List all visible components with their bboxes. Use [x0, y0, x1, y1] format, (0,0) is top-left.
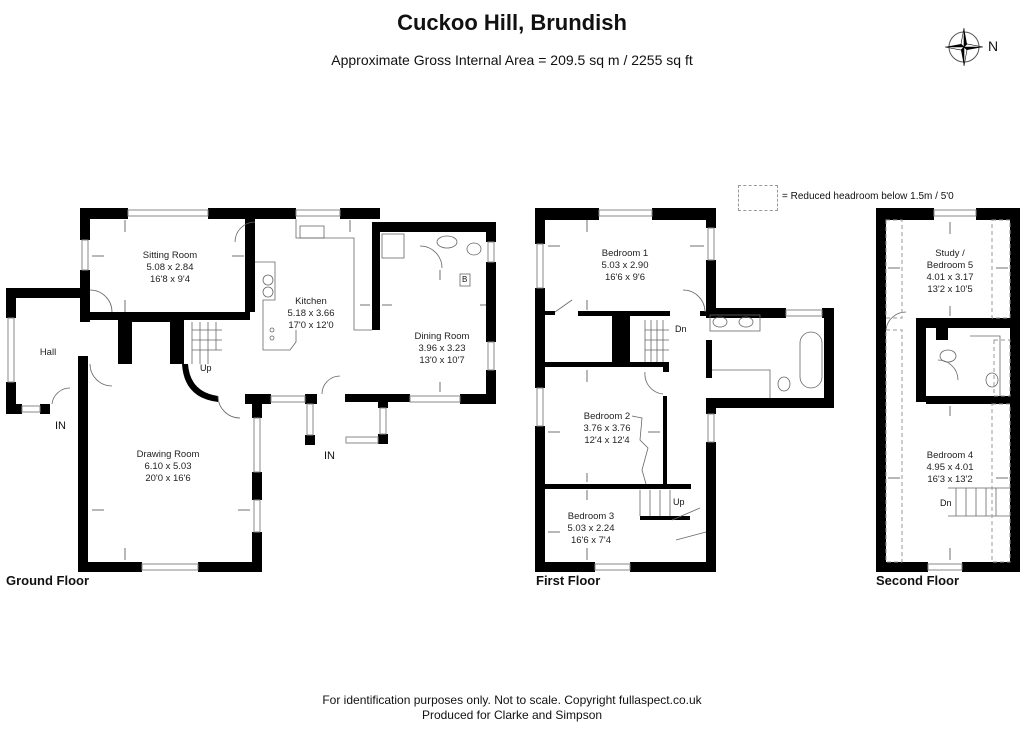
room-imperial: 16'3 x 13'2 — [927, 474, 973, 485]
entrance-dining-label: IN — [324, 450, 335, 462]
room-metric: 5.03 x 2.90 — [601, 260, 649, 271]
reduced-headroom-swatch — [738, 185, 778, 211]
footer-disclaimer: For identification purposes only. Not to… — [322, 693, 702, 707]
room-name: Bedroom 3 — [567, 511, 615, 522]
room-metric: 5.18 x 3.66 — [287, 308, 335, 319]
stairs-up-label: Up — [200, 363, 212, 373]
room-name: Hall — [39, 347, 57, 358]
room-kitchen: Kitchen 5.18 x 3.66 17'0 x 12'0 — [276, 296, 346, 332]
room-hall: Hall — [28, 347, 68, 359]
room-dining-room: Dining Room 3.96 x 3.23 13'0 x 10'7 — [402, 331, 482, 367]
floor-label-second: Second Floor — [876, 573, 960, 588]
room-metric: 5.03 x 2.24 — [567, 523, 615, 534]
room-imperial: 12'4 x 12'4 — [584, 435, 630, 446]
room-bedroom-3: Bedroom 3 5.03 x 2.24 16'6 x 7'4 — [556, 511, 626, 547]
entrance-hall-label: IN — [55, 420, 66, 432]
room-bedroom-1: Bedroom 1 5.03 x 2.90 16'6 x 9'6 — [590, 248, 660, 284]
room-name: Sitting Room — [142, 250, 198, 261]
room-metric: 5.08 x 2.84 — [146, 262, 194, 273]
room-name: Kitchen — [295, 296, 327, 307]
stairs-up-label: Up — [673, 497, 685, 507]
room-imperial: 17'0 x 12'0 — [288, 320, 334, 331]
compass-icon — [944, 27, 984, 67]
room-name: Bedroom 4 — [926, 450, 974, 461]
room-drawing-room: Drawing Room 6.10 x 5.03 20'0 x 16'6 — [128, 449, 208, 485]
room-metric: 4.01 x 3.17 — [926, 272, 974, 283]
boiler-label: B — [462, 275, 468, 284]
room-imperial: 16'6 x 9'6 — [604, 272, 646, 283]
plan-title: Cuckoo Hill, Brundish — [397, 10, 627, 35]
room-metric: 3.76 x 3.76 — [583, 423, 631, 434]
room-name: Drawing Room — [136, 449, 200, 460]
room-name: Study / — [935, 248, 965, 259]
floor-label-first: First Floor — [536, 573, 601, 588]
legend-text: = Reduced headroom below 1.5m / 5'0 — [782, 191, 954, 202]
room-metric: 6.10 x 5.03 — [144, 461, 192, 472]
room-imperial: 13'0 x 10'7 — [419, 355, 465, 366]
room-name-line2: Bedroom 5 — [926, 260, 974, 271]
floor-label-ground: Ground Floor — [6, 573, 90, 588]
room-imperial: 16'6 x 7'4 — [570, 535, 612, 546]
room-imperial: 13'2 x 10'5 — [927, 284, 973, 295]
room-metric: 4.95 x 4.01 — [926, 462, 974, 473]
room-bedroom-2: Bedroom 2 3.76 x 3.76 12'4 x 12'4 — [572, 411, 642, 447]
gross-area: Approximate Gross Internal Area = 209.5 … — [331, 52, 693, 68]
stairs-down-label: Dn — [940, 498, 952, 508]
north-label: N — [988, 38, 999, 54]
footer-producer: Produced for Clarke and Simpson — [421, 708, 603, 722]
room-name: Bedroom 1 — [601, 248, 649, 259]
room-imperial: 16'8 x 9'4 — [149, 274, 191, 285]
room-name: Dining Room — [414, 331, 470, 342]
room-study-bedroom-5: Study / Bedroom 5 4.01 x 3.17 13'2 x 10'… — [912, 248, 988, 296]
room-metric: 3.96 x 3.23 — [418, 343, 466, 354]
stairs-down-label: Dn — [675, 324, 687, 334]
room-bedroom-4: Bedroom 4 4.95 x 4.01 16'3 x 13'2 — [912, 450, 988, 486]
room-imperial: 20'0 x 16'6 — [145, 473, 191, 484]
room-name: Bedroom 2 — [583, 411, 631, 422]
room-sitting-room: Sitting Room 5.08 x 2.84 16'8 x 9'4 — [130, 250, 210, 286]
